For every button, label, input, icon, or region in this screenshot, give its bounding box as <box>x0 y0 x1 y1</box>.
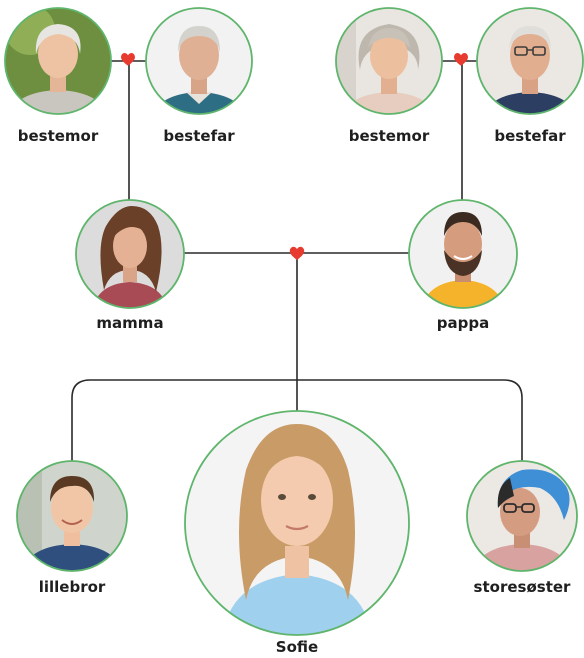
mother-photo <box>76 200 184 308</box>
member-sofie <box>184 410 410 636</box>
heart-icons <box>121 53 468 260</box>
member-mamma <box>75 199 185 309</box>
children-bracket-line <box>71 379 523 461</box>
member-bestefar-left <box>145 7 253 115</box>
member-pappa <box>408 199 518 309</box>
grandfather-photo <box>477 8 583 114</box>
member-lillebror <box>16 460 128 572</box>
little-brother-photo <box>17 461 127 571</box>
grandmother-photo <box>5 8 111 114</box>
member-storesoster <box>466 460 578 572</box>
grandfather-photo <box>146 8 252 114</box>
label-sofie: Sofie <box>275 638 319 656</box>
girl-photo <box>185 411 409 635</box>
label-bestefar-right: bestefar <box>494 127 566 145</box>
member-bestemor-left <box>4 7 112 115</box>
label-lillebror: lillebror <box>38 578 106 596</box>
label-pappa: pappa <box>436 314 490 332</box>
big-sister-photo <box>467 461 577 571</box>
label-mamma: mamma <box>96 314 164 332</box>
label-bestemor-right: bestemor <box>348 127 430 145</box>
heart-icon <box>121 53 135 66</box>
label-storesoster: storesøster <box>473 578 571 596</box>
grandmother-photo <box>336 8 442 114</box>
label-bestefar-left: bestefar <box>163 127 235 145</box>
heart-icon <box>289 246 305 260</box>
father-photo <box>409 200 517 308</box>
heart-icon <box>454 53 468 66</box>
label-bestemor-left: bestemor <box>17 127 99 145</box>
member-bestefar-right <box>476 7 584 115</box>
member-bestemor-right <box>335 7 443 115</box>
